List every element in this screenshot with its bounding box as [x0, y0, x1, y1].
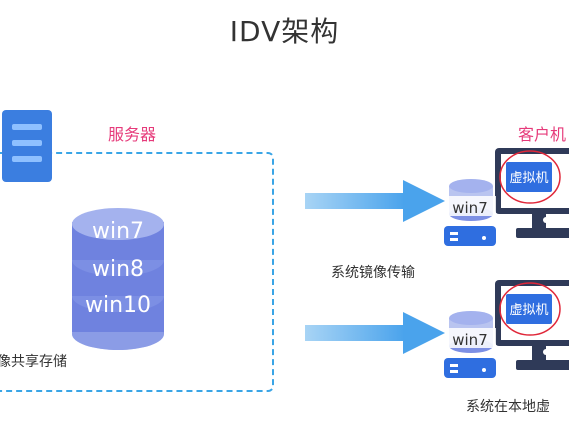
client-os-label-1: win7: [452, 199, 488, 217]
server-icon: [2, 110, 52, 182]
client-os-label-2: win7: [452, 331, 488, 349]
transfer-arrow-top: [305, 180, 445, 222]
server-boundary: [0, 152, 274, 392]
vm-label-2: 虚拟机: [509, 303, 548, 318]
server-label: 服务器: [108, 125, 157, 144]
storage-label: 像共享存储: [0, 354, 67, 370]
client-label: 客户机: [518, 125, 567, 144]
local-label: 系统在本地虚: [466, 399, 550, 415]
client-computer-2: [444, 280, 569, 378]
disk-stack-icon: [72, 208, 164, 350]
disk-label-win7: win7: [92, 219, 144, 244]
vm-label-1: 虚拟机: [509, 171, 548, 186]
transfer-arrow-bottom: [305, 312, 445, 354]
page-title: IDV架构: [229, 15, 340, 48]
disk-label-win10: win10: [85, 293, 151, 318]
transfer-label: 系统镜像传输: [331, 265, 415, 281]
client-computer-1: [444, 148, 569, 246]
disk-label-win8: win8: [92, 257, 144, 282]
